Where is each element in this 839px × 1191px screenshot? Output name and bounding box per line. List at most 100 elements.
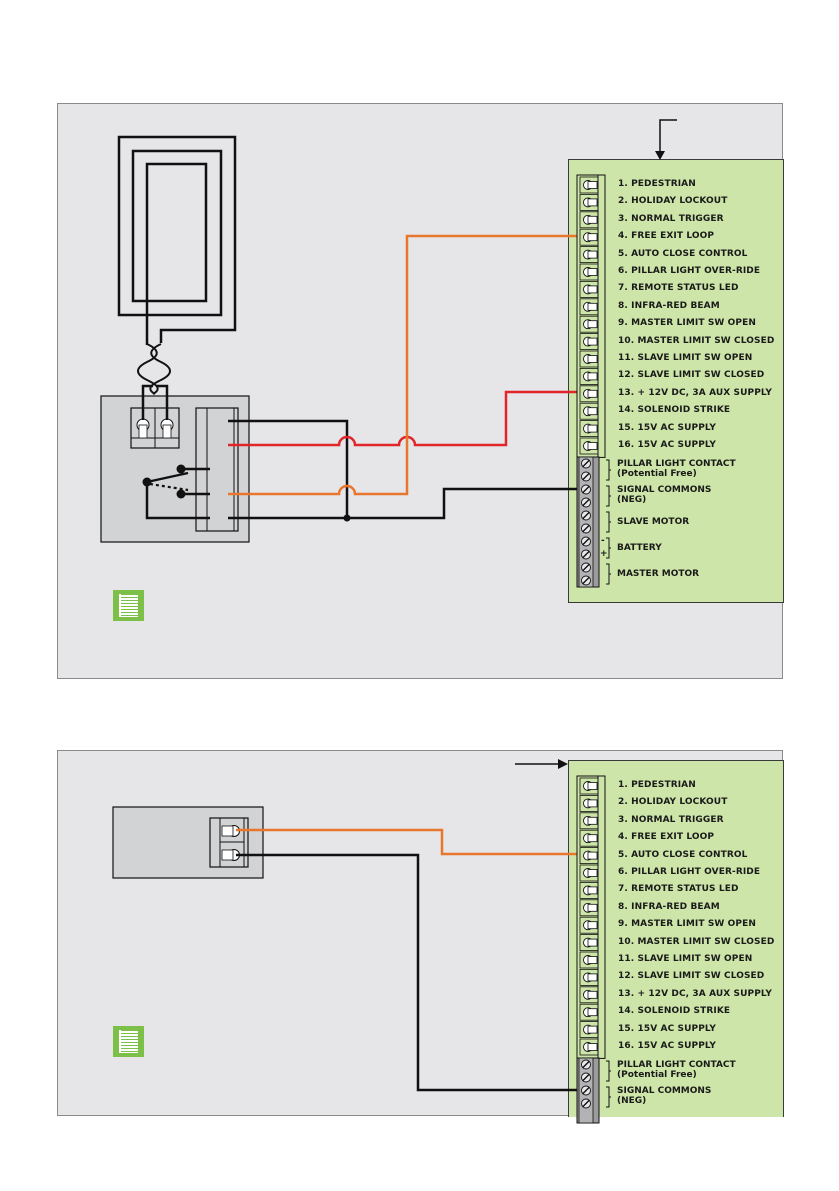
screw-icon <box>581 536 591 547</box>
screw-icon <box>581 562 591 573</box>
screw-icon <box>581 458 591 469</box>
terminal-plug <box>579 986 599 1004</box>
screw-group-label-line1: PILLAR LIGHT CONTACT <box>617 459 736 469</box>
terminal-label: 13. + 12V DC, 3A AUX SUPPLY <box>618 988 772 999</box>
terminal-plug <box>579 298 599 316</box>
bracket-icon <box>606 485 611 507</box>
pointer-arrow-2 <box>515 759 568 769</box>
terminal-label: 12. SLAVE LIMIT SW CLOSED <box>618 370 765 381</box>
wire-red-12v <box>228 390 588 447</box>
induction-loop-coil <box>117 135 237 345</box>
terminal-label: 14. SOLENOID STRIKE <box>618 405 731 416</box>
terminal-label: 1. PEDESTRIAN <box>618 179 696 189</box>
screw-icon <box>581 1098 591 1109</box>
polarity-plus: + <box>600 549 608 559</box>
terminal-plug <box>579 420 599 438</box>
screw-group-label-line1: PILLAR LIGHT CONTACT <box>617 1060 736 1070</box>
terminal-label: 5. AUTO CLOSE CONTROL <box>618 248 748 259</box>
terminal-plug <box>579 812 599 830</box>
terminal-plug <box>579 176 599 194</box>
screw-icon <box>581 510 591 521</box>
screw-icon <box>581 523 591 534</box>
wire-orange-free-exit <box>228 234 588 496</box>
terminal-label: 11. SLAVE LIMIT SW OPEN <box>618 353 753 363</box>
terminal-label: 10. MASTER LIMIT SW CLOSED <box>618 335 775 346</box>
terminal-label: 2. HOLIDAY LOCKOUT <box>618 196 728 207</box>
terminal-plug <box>579 882 599 899</box>
bracket-icon <box>606 459 611 481</box>
terminal-plug <box>579 280 599 298</box>
terminal-label: 15. 15V AC SUPPLY <box>618 1023 716 1034</box>
terminal-label: 16. 15V AC SUPPLY <box>618 440 716 450</box>
terminal-plug <box>579 367 599 385</box>
terminal-label: 8. INFRA-RED BEAM <box>618 300 720 311</box>
screw-icon <box>581 1072 591 1083</box>
manual-book-icon <box>113 1026 144 1057</box>
diagram1-terminal-strip <box>576 174 606 588</box>
screw-icon <box>581 484 591 495</box>
screw-group-label-line1: SIGNAL COMMONS <box>617 1086 712 1096</box>
screw-group-label-line2: (Potential Free) <box>617 1070 697 1080</box>
manual-book-icon <box>113 590 144 621</box>
polarity-minus: - <box>601 536 605 546</box>
screw-icon <box>581 471 591 482</box>
screw-group-label-line1: SLAVE MOTOR <box>617 517 690 527</box>
terminal-label: 15. 15V AC SUPPLY <box>618 422 716 433</box>
terminal-label: 9. MASTER LIMIT SW OPEN <box>618 318 756 329</box>
terminal-plug <box>579 385 599 403</box>
screw-group-label-line2: (NEG) <box>617 1096 647 1106</box>
screw-group-label: MASTER MOTOR <box>617 569 699 579</box>
screw-icon <box>581 1085 591 1096</box>
terminal-label: 16. 15V AC SUPPLY <box>618 1041 716 1051</box>
terminal-label: 8. INFRA-RED BEAM <box>618 901 720 912</box>
terminal-plug <box>579 951 599 969</box>
terminal-plug <box>579 847 599 864</box>
bracket-icon <box>606 511 611 533</box>
terminal-plug <box>579 228 599 246</box>
screw-group-label: PILLAR LIGHT CONTACT(Potential Free) <box>617 1060 736 1080</box>
terminal-plug <box>579 333 599 351</box>
terminal-label: 4. FREE EXIT LOOP <box>618 231 715 242</box>
terminal-label: 6. PILLAR LIGHT OVER-RIDE <box>618 867 761 877</box>
terminal-plug <box>579 263 599 281</box>
terminal-label: 3. NORMAL TRIGGER <box>618 213 724 224</box>
bracket-icon <box>606 563 611 585</box>
terminal-label: 1. PEDESTRIAN <box>618 780 696 790</box>
terminal-label: 12. SLAVE LIMIT SW CLOSED <box>618 971 765 982</box>
terminal-plug <box>579 795 599 812</box>
diagram2-terminal-strip <box>576 775 606 1124</box>
terminal-plug <box>579 437 599 455</box>
terminal-plug <box>579 1021 599 1038</box>
bracket-icon <box>606 1060 611 1082</box>
terminal-label: 4. FREE EXIT LOOP <box>618 832 715 843</box>
auto-close-device-terminal <box>209 817 249 868</box>
screw-terminal-block <box>576 1057 600 1124</box>
terminal-plug <box>579 246 599 264</box>
relay-contact-symbol <box>142 464 210 520</box>
terminal-label: 11. SLAVE LIMIT SW OPEN <box>618 954 753 964</box>
terminal-plug <box>579 777 599 795</box>
terminal-plug <box>579 315 599 333</box>
screw-group-label-line1: SIGNAL COMMONS <box>617 485 712 495</box>
terminal-plug <box>579 864 599 882</box>
wire-orange-auto-close <box>236 828 588 856</box>
loop-input-terminal <box>130 384 180 449</box>
terminal-plug <box>579 1038 599 1056</box>
screw-group-label-line1: BATTERY <box>617 543 662 553</box>
screw-group-label-line2: (Potential Free) <box>617 469 697 479</box>
screw-icon <box>581 497 591 508</box>
terminal-plug <box>579 193 599 211</box>
terminal-label: 6. PILLAR LIGHT OVER-RIDE <box>618 266 761 276</box>
terminal-plug <box>579 969 599 986</box>
terminal-label: 10. MASTER LIMIT SW CLOSED <box>618 936 775 947</box>
terminal-plug <box>579 899 599 917</box>
terminal-label: 7. REMOTE STATUS LED <box>618 283 739 294</box>
bracket-icon <box>606 537 611 559</box>
terminal-plug <box>579 350 599 368</box>
terminal-plug <box>579 402 599 420</box>
junction-dot <box>343 514 351 522</box>
screw-group-label: SIGNAL COMMONS(NEG) <box>617 1086 711 1106</box>
terminal-label: 2. HOLIDAY LOCKOUT <box>618 797 728 808</box>
twisted-pair-lead <box>137 343 171 395</box>
terminal-plug <box>579 829 599 847</box>
